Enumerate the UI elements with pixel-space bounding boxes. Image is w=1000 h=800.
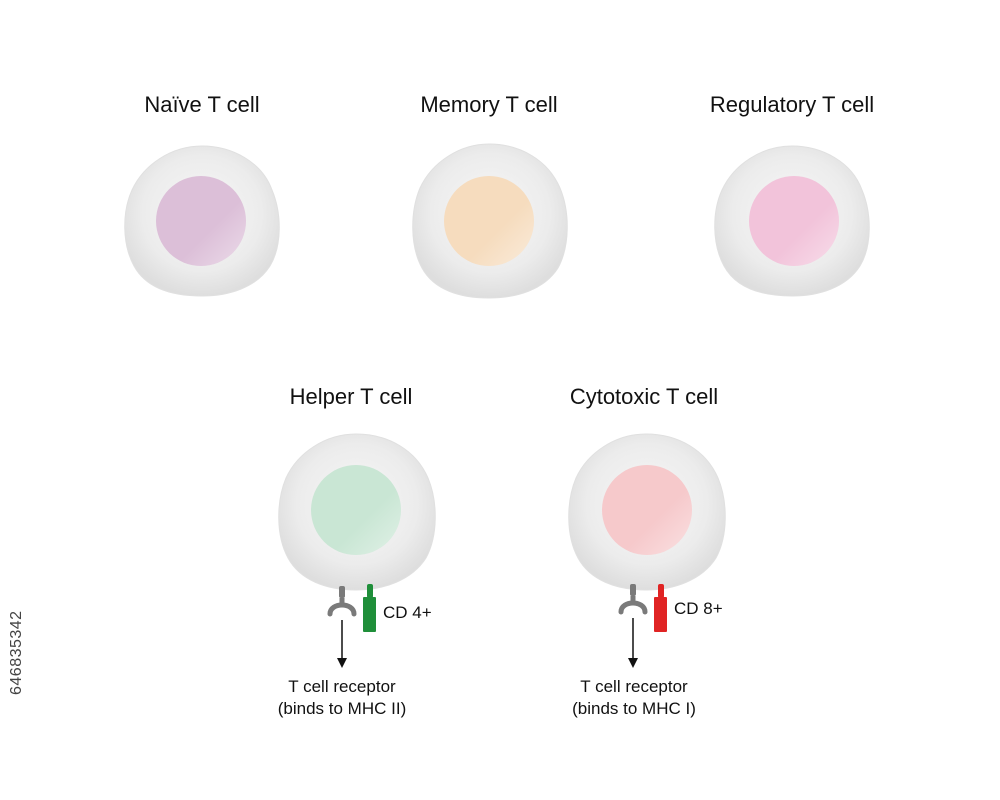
receptor-label-line2: (binds to MHC II) xyxy=(277,699,407,718)
stock-image-id: 646835342 xyxy=(8,610,25,695)
cell-naive xyxy=(124,145,280,297)
receptor-label-helper: T cell receptor (binds to MHC II) xyxy=(278,676,406,720)
title-regulatory-t-cell: Regulatory T cell xyxy=(709,92,875,117)
nucleus-shade xyxy=(602,465,692,555)
cd4-marker xyxy=(363,584,376,632)
nucleus-shade xyxy=(444,176,534,266)
title-naive-t-cell: Naïve T cell xyxy=(144,92,260,117)
title-helper-t-cell: Helper T cell xyxy=(289,384,413,409)
t-cell-receptor-cytotoxic xyxy=(618,584,648,615)
receptor-label-line1: T cell receptor xyxy=(288,677,396,696)
receptor-label-line2: (binds to MHC I) xyxy=(572,699,696,718)
cell-memory xyxy=(412,143,568,299)
cell-regulatory xyxy=(714,145,870,297)
receptor-arrow xyxy=(628,618,638,668)
receptor-label-line1: T cell receptor xyxy=(580,677,688,696)
cd4-label: CD 4+ xyxy=(383,603,432,622)
cd8-label: CD 8+ xyxy=(674,599,723,618)
nucleus-shade xyxy=(311,465,401,555)
cd8-marker xyxy=(654,584,667,632)
nucleus-shade xyxy=(749,176,839,266)
nucleus-shade xyxy=(156,176,246,266)
t-cell-receptor-helper xyxy=(327,586,357,617)
cell-helper xyxy=(278,433,436,668)
cell-cytotoxic xyxy=(568,433,726,668)
title-cytotoxic-t-cell: Cytotoxic T cell xyxy=(569,384,719,409)
receptor-label-cytotoxic: T cell receptor (binds to MHC I) xyxy=(572,676,696,720)
title-memory-t-cell: Memory T cell xyxy=(420,92,558,117)
receptor-arrow xyxy=(337,620,347,668)
